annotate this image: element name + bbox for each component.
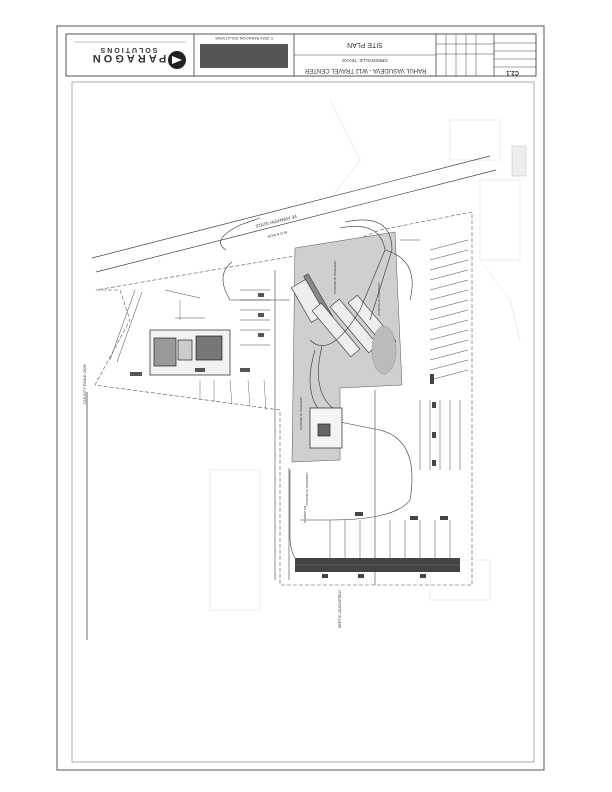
title-block: PARAGON SOLUTIONS © 2024 PARAGON SOLUTIO… — [65, 33, 537, 77]
project-location: GREENVILLE, TEXAS — [342, 58, 387, 63]
sheet-number: C2.1 — [506, 69, 519, 75]
highway-label: STATE HIGHWAY 34 — [255, 214, 298, 229]
revision-table — [435, 33, 495, 77]
project-title: RAHUL VASUDEVA - W12 TRAVEL CENTER — [304, 67, 426, 73]
copyright-note: © 2024 PARAGON SOLUTIONS — [215, 36, 273, 41]
truck-parking — [429, 239, 469, 381]
dumpster-label: DUMPSTER — [303, 505, 307, 523]
concrete-label-2: CONCRETE PAVEMENT — [377, 282, 381, 316]
firm-sub: SOLUTIONS — [99, 46, 158, 53]
truck-stalls-vertical — [329, 400, 461, 560]
drawing-info-table — [493, 33, 537, 77]
leader-lines — [179, 300, 267, 411]
drawing-frame — [71, 81, 535, 763]
sheet-border — [56, 25, 545, 771]
truck-paths — [220, 217, 413, 563]
sheet-title: SITE PLAN — [347, 41, 383, 48]
front-stalls — [130, 293, 264, 376]
septic-label: SEPTIC LEACHFIELD — [338, 590, 342, 628]
concrete-label-3: CONCRETE PAVEMENT — [299, 396, 303, 430]
concrete-label-1: CONCRETE PAVEMENT — [333, 260, 337, 294]
concrete-label-4: CONCRETE PAVEMENT — [305, 472, 309, 506]
state-highway — [91, 155, 497, 273]
engineer-seal-stamp — [200, 44, 288, 68]
stall-markers — [322, 374, 448, 578]
firm-name: PARAGON — [90, 52, 166, 64]
site-plan-drawing: STATE HIGHWAY 34 ROW R.O.W. COUNTY ROAD … — [82, 99, 527, 640]
row-label: ROW R.O.W. — [267, 230, 288, 239]
septic-leachfield — [295, 558, 460, 572]
dumpster-building — [309, 407, 343, 449]
site-dividers — [274, 239, 420, 585]
store-building — [149, 329, 231, 376]
property-line — [94, 211, 473, 586]
detention-pond — [371, 325, 397, 375]
county-road-label: COUNTY ROAD 2628 — [82, 364, 87, 404]
front-parking — [109, 289, 270, 363]
